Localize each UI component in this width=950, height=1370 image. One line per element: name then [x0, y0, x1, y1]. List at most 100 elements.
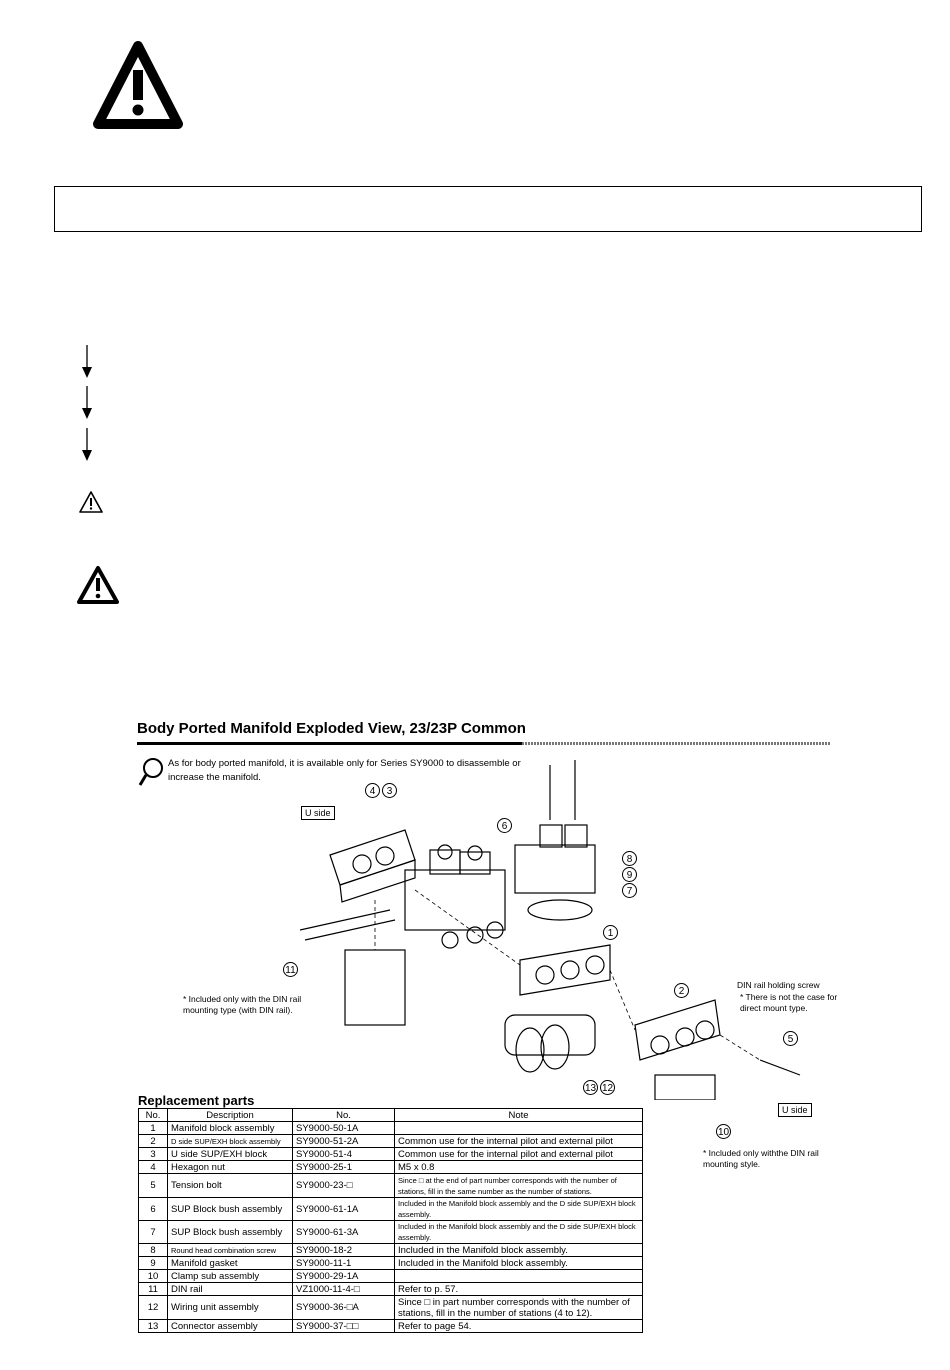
part-number: SY9000-51-2A	[292, 1134, 395, 1148]
part-number: SY9000-25-1	[292, 1160, 395, 1174]
part-description: Tension bolt	[167, 1173, 293, 1198]
part-description: SUP Block bush assembly	[167, 1197, 293, 1221]
part-number: SY9000-23-□	[292, 1173, 395, 1198]
exploded-view-title: Body Ported Manifold Exploded View, 23/2…	[137, 720, 526, 737]
table-row: 5 Tension bolt SY9000-23-□ Since □ at th…	[138, 1173, 643, 1198]
callout-8: 8	[622, 851, 637, 866]
magnifier-icon	[138, 757, 164, 791]
part-note: M5 x 0.8	[394, 1160, 643, 1174]
din-rail-holding-note: * There is not the case for direct mount…	[740, 992, 838, 1013]
part-number: SY9000-51-4	[292, 1147, 395, 1161]
part-note: Common use for the internal pilot and ex…	[394, 1134, 643, 1148]
column-header: Note	[394, 1108, 643, 1122]
part-no: 12	[138, 1295, 168, 1320]
callout-3: 3	[382, 783, 397, 798]
part-description: Manifold gasket	[167, 1256, 293, 1270]
part-description: Round head combination screw	[167, 1243, 293, 1257]
part-no: 7	[138, 1220, 168, 1244]
part-note: Since □ in part number corresponds with …	[394, 1295, 643, 1320]
table-row: 11 DIN rail VZ1000-11-4-□ Refer to p. 57…	[138, 1282, 643, 1296]
warning-icon-large	[92, 40, 184, 130]
table-row: 9 Manifold gasket SY9000-11-1 Included i…	[138, 1256, 643, 1270]
part-description: Hexagon nut	[167, 1160, 293, 1174]
replacement-parts-table: No. Description No. Note 1 Manifold bloc…	[138, 1108, 643, 1333]
part-note: Included in the Manifold block assembly.	[394, 1243, 643, 1257]
table-row: 2 D side SUP/EXH block assembly SY9000-5…	[138, 1134, 643, 1148]
part-description: Connector assembly	[167, 1319, 293, 1333]
part-no: 6	[138, 1197, 168, 1221]
part-description: SUP Block bush assembly	[167, 1220, 293, 1244]
part-no: 2	[138, 1134, 168, 1148]
part-number: VZ1000-11-4-□	[292, 1282, 395, 1296]
part-description: U side SUP/EXH block	[167, 1147, 293, 1161]
callout-5: 5	[783, 1031, 798, 1046]
part-number: SY9000-29-1A	[292, 1269, 395, 1283]
u-side-label: U side	[778, 1103, 812, 1117]
callout-10: 10	[716, 1124, 731, 1139]
part-note: Included in the Manifold block assembly …	[394, 1197, 643, 1221]
part-no: 5	[138, 1173, 168, 1198]
part-number: SY9000-11-1	[292, 1256, 395, 1270]
part-number: SY9000-37-□□	[292, 1319, 395, 1333]
part-no: 4	[138, 1160, 168, 1174]
table-row: 4 Hexagon nut SY9000-25-1 M5 x 0.8	[138, 1160, 643, 1174]
callout-7: 7	[622, 883, 637, 898]
part-no: 9	[138, 1256, 168, 1270]
table-row: 6 SUP Block bush assembly SY9000-61-1A I…	[138, 1197, 643, 1221]
part-number: SY9000-18-2	[292, 1243, 395, 1257]
down-arrow-icon	[80, 345, 94, 379]
part-note: Refer to page 54.	[394, 1319, 643, 1333]
part-no: 10	[138, 1269, 168, 1283]
callout-9: 9	[622, 867, 637, 882]
part-number: SY9000-36-□A	[292, 1295, 395, 1320]
part-note: Included in the Manifold block assembly …	[394, 1220, 643, 1244]
replacement-parts-heading: Replacement parts	[138, 1093, 255, 1108]
down-arrow-icon	[80, 428, 94, 462]
table-row: 12 Wiring unit assembly SY9000-36-□A Sin…	[138, 1295, 643, 1320]
part-number: SY9000-61-1A	[292, 1197, 395, 1221]
table-row: 1 Manifold block assembly SY9000-50-1A	[138, 1121, 643, 1135]
callout-13: 13	[583, 1080, 598, 1095]
warning-icon-medium	[76, 565, 120, 605]
part-note	[394, 1269, 643, 1283]
callout-1: 1	[603, 925, 618, 940]
u-side-label: U side	[301, 806, 335, 820]
callout-2: 2	[674, 983, 689, 998]
din-rail-note-right: * Included only withthe DIN rail mountin…	[703, 1148, 819, 1169]
table-header-row: No. Description No. Note	[138, 1108, 643, 1122]
part-description: Manifold block assembly	[167, 1121, 293, 1135]
part-number: SY9000-61-3A	[292, 1220, 395, 1244]
part-note: Refer to p. 57.	[394, 1282, 643, 1296]
table-row: 3 U side SUP/EXH block SY9000-51-4 Commo…	[138, 1147, 643, 1161]
part-description: Wiring unit assembly	[167, 1295, 293, 1320]
column-header: No.	[138, 1108, 168, 1122]
heading-box	[54, 186, 922, 232]
exploded-diagram	[290, 760, 830, 1101]
intro-text: As for body ported manifold, it is avail…	[168, 758, 521, 783]
table-row: 8 Round head combination screw SY9000-18…	[138, 1243, 643, 1257]
part-note: Since □ at the end of part number corres…	[394, 1173, 643, 1198]
callout-11: 11	[283, 962, 298, 977]
part-note: Included in the Manifold block assembly.	[394, 1256, 643, 1270]
table-row: 7 SUP Block bush assembly SY9000-61-3A I…	[138, 1220, 643, 1244]
callout-12: 12	[600, 1080, 615, 1095]
part-note: Common use for the internal pilot and ex…	[394, 1147, 643, 1161]
table-row: 13 Connector assembly SY9000-37-□□ Refer…	[138, 1319, 643, 1333]
callout-6: 6	[497, 818, 512, 833]
part-description: DIN rail	[167, 1282, 293, 1296]
part-description: Clamp sub assembly	[167, 1269, 293, 1283]
part-note	[394, 1121, 643, 1135]
part-no: 8	[138, 1243, 168, 1257]
din-rail-note-left: * Included only with the DIN rail mounti…	[183, 994, 302, 1015]
title-rule	[137, 742, 522, 745]
part-description: D side SUP/EXH block assembly	[167, 1134, 293, 1148]
column-header: Description	[167, 1108, 293, 1122]
part-number: SY9000-50-1A	[292, 1121, 395, 1135]
warning-icon-small	[78, 490, 104, 514]
part-no: 11	[138, 1282, 168, 1296]
callout-4: 4	[365, 783, 380, 798]
table-row: 10 Clamp sub assembly SY9000-29-1A	[138, 1269, 643, 1283]
down-arrow-icon	[80, 386, 94, 420]
part-no: 3	[138, 1147, 168, 1161]
din-rail-holding-label: DIN rail holding screw	[737, 980, 820, 990]
